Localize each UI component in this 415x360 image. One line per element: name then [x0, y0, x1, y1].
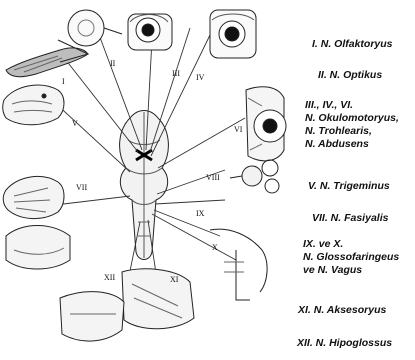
panel-ix-x-vagus — [210, 229, 267, 300]
panel-iii-eye-muscles — [128, 14, 172, 50]
panel-label: II — [110, 59, 116, 68]
panel-i-nasal — [6, 40, 88, 77]
panel-label: IX — [196, 209, 205, 218]
panel-label: III — [172, 69, 180, 78]
panel-ii-eye — [68, 10, 122, 46]
panel-xi-neck — [122, 269, 194, 329]
panel-label: V — [72, 119, 78, 128]
panel-label: VIII — [206, 173, 220, 182]
panel-label: XII — [104, 273, 115, 282]
panel-xii-bottom-head — [60, 292, 124, 341]
panel-vi-eye-muscle — [246, 87, 286, 161]
panel-iv-eye — [210, 10, 256, 58]
brain-ventral-view — [120, 111, 169, 260]
panel-label: IV — [196, 73, 205, 82]
panel-xii-dog-tongue — [6, 226, 70, 270]
panel-label: VI — [234, 125, 243, 134]
panel-label: X — [212, 243, 218, 252]
panel-label: XI — [170, 275, 179, 284]
panel-label: VII — [76, 183, 87, 192]
panel-vii-dog-head — [3, 176, 64, 218]
panel-v-dog-head — [3, 85, 64, 125]
panel-label: I — [62, 77, 65, 86]
panel-viii-inner-ear — [230, 160, 279, 193]
